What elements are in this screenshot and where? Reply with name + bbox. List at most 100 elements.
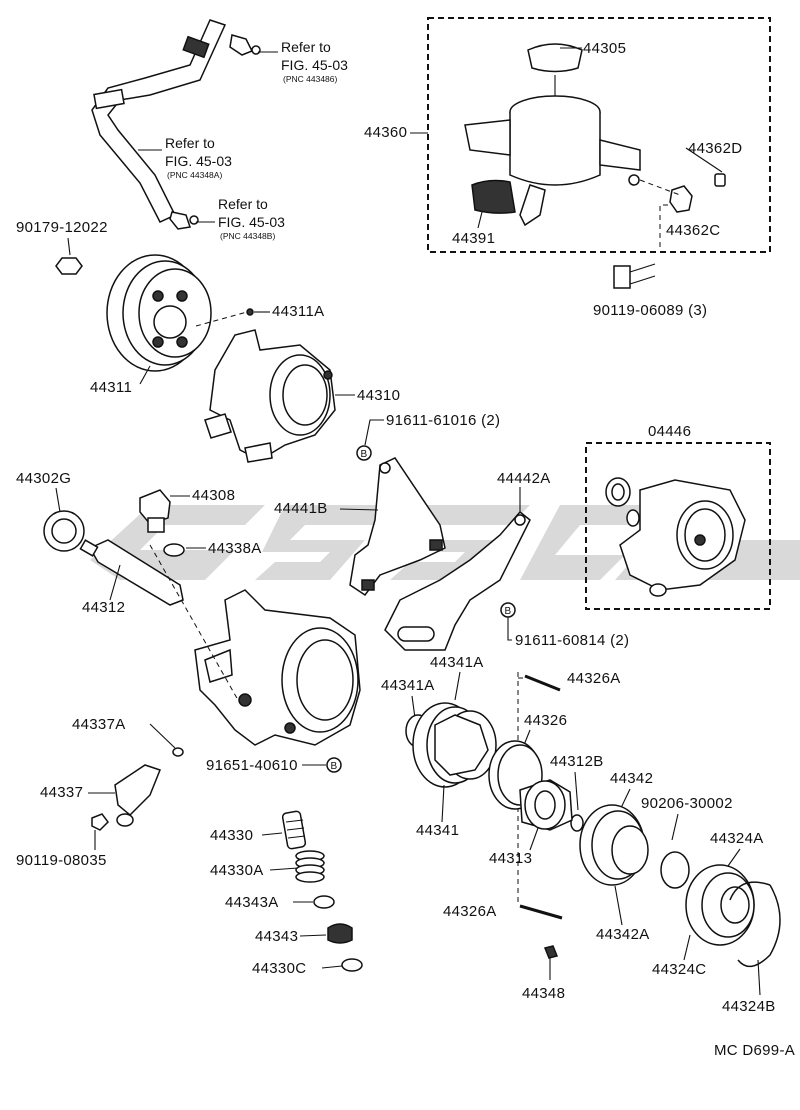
ref-note-3: Refer to FIG. 45-03 (PNC 44348B) bbox=[196, 196, 285, 241]
ref-note-3-pnc: (PNC 44348B) bbox=[220, 231, 275, 241]
o-ring-44337a bbox=[172, 747, 184, 757]
pump-housing bbox=[194, 589, 361, 746]
label-44310: 44310 bbox=[357, 387, 400, 404]
label-44337A: 44337A bbox=[72, 716, 126, 733]
shaft-44312 bbox=[79, 539, 184, 606]
label-44312B: 44312B bbox=[550, 753, 604, 770]
label-44341A-1: 44341A bbox=[430, 654, 484, 671]
ref-note-1-line2: FIG. 45-03 bbox=[281, 57, 348, 73]
label-44338A: 44338A bbox=[208, 540, 262, 557]
rotor-44313 bbox=[519, 779, 573, 831]
label-44330A: 44330A bbox=[210, 862, 264, 879]
label-44326A-2: 44326A bbox=[443, 903, 497, 920]
bracket-44441b bbox=[349, 457, 446, 597]
return-hose bbox=[91, 19, 227, 223]
snap-ring-44312b bbox=[570, 814, 584, 832]
label-44342A: 44342A bbox=[596, 926, 650, 943]
label-91611-60814: 91611-60814 (2) bbox=[515, 632, 629, 649]
o-ring-44338a bbox=[163, 543, 185, 557]
marker-b-1-text: B bbox=[361, 449, 368, 460]
reservoir-bolt bbox=[613, 263, 656, 289]
pin-44326a-upper bbox=[524, 674, 561, 692]
ref-note-1-pnc: (PNC 443486) bbox=[283, 74, 338, 84]
label-04446: 04446 bbox=[648, 423, 691, 440]
bracket-44442a bbox=[384, 510, 531, 651]
snap-ring-44324b bbox=[729, 881, 781, 968]
cover-44324c bbox=[685, 864, 755, 946]
label-91651-40610: 91651-40610 bbox=[206, 757, 298, 774]
ref-note-2-pnc: (PNC 44348A) bbox=[167, 170, 222, 180]
reservoir-dash-lines bbox=[639, 179, 681, 250]
label-44337: 44337 bbox=[40, 784, 83, 801]
reservoir-grommet bbox=[669, 173, 726, 213]
label-44362C: 44362C bbox=[666, 222, 720, 239]
label-44342: 44342 bbox=[610, 770, 653, 787]
label-44442A: 44442A bbox=[497, 470, 551, 487]
oil-seal-44302g bbox=[43, 510, 85, 552]
marker-b-1 bbox=[356, 445, 372, 461]
label-90206-30002: 90206-30002 bbox=[641, 795, 733, 812]
ref-note-3-line1: Refer to bbox=[218, 196, 268, 212]
label-44312: 44312 bbox=[82, 599, 125, 616]
marker-b-2-text: B bbox=[505, 606, 512, 617]
union-44337 bbox=[114, 764, 161, 827]
pin-dash-line bbox=[517, 672, 525, 905]
label-90119-08035: 90119-08035 bbox=[16, 852, 107, 869]
label-44305: 44305 bbox=[583, 40, 626, 57]
fitting-44308 bbox=[139, 489, 171, 533]
plug-44343 bbox=[327, 923, 353, 944]
vane-44348 bbox=[543, 945, 559, 959]
reservoir-tank bbox=[464, 43, 641, 227]
label-44302G: 44302G bbox=[16, 470, 71, 487]
label-44343A: 44343A bbox=[225, 894, 279, 911]
seal-kit bbox=[605, 477, 746, 597]
reservoir-group-box bbox=[427, 17, 771, 253]
ref-note-1: Refer to FIG. 45-03 (PNC 443486) bbox=[258, 39, 348, 84]
o-ring-44343a bbox=[313, 895, 335, 909]
cam-ring-44341 bbox=[412, 702, 497, 788]
valve-44330 bbox=[281, 810, 307, 850]
label-44324C: 44324C bbox=[652, 961, 706, 978]
label-44441B: 44441B bbox=[274, 500, 328, 517]
label-44362D: 44362D bbox=[688, 140, 742, 157]
pulley bbox=[106, 254, 212, 372]
ref-note-1-line1: Refer to bbox=[281, 39, 331, 55]
label-44360: 44360 bbox=[364, 124, 407, 141]
hose-clamp-upper bbox=[229, 34, 261, 56]
nut bbox=[55, 257, 83, 275]
ref-note-2-line2: FIG. 45-03 bbox=[165, 153, 232, 169]
assembly-dash-line bbox=[149, 544, 239, 701]
label-44341: 44341 bbox=[416, 822, 459, 839]
label-44324A: 44324A bbox=[710, 830, 764, 847]
bolt-90119-08035 bbox=[91, 813, 109, 850]
label-44330C: 44330C bbox=[252, 960, 306, 977]
label-44311: 44311 bbox=[90, 379, 132, 396]
label-90179-12022: 90179-12022 bbox=[16, 219, 108, 236]
marker-b-3 bbox=[326, 757, 342, 773]
label-90119-06089: 90119-06089 (3) bbox=[593, 302, 707, 319]
ref-note-2: Refer to FIG. 45-03 (PNC 44348A) bbox=[138, 135, 232, 180]
label-44308: 44308 bbox=[192, 487, 235, 504]
plate-44342 bbox=[579, 804, 649, 886]
drawing-code: MC D699-A bbox=[714, 1042, 795, 1059]
ref-note-3-line2: FIG. 45-03 bbox=[218, 214, 285, 230]
label-44324B: 44324B bbox=[722, 998, 776, 1015]
label-44313: 44313 bbox=[489, 850, 532, 867]
kit-group-box bbox=[585, 442, 771, 610]
key bbox=[246, 308, 254, 316]
ref-note-2-line1: Refer to bbox=[165, 135, 215, 151]
o-ring-90206 bbox=[660, 851, 690, 889]
label-44326A-1: 44326A bbox=[567, 670, 621, 687]
spring-44330a bbox=[295, 850, 325, 883]
hose-clamp-lower bbox=[169, 211, 199, 230]
label-91611-61016: 91611-61016 (2) bbox=[386, 412, 500, 429]
label-44341A-2: 44341A bbox=[381, 677, 435, 694]
label-44330: 44330 bbox=[210, 827, 253, 844]
label-44326: 44326 bbox=[524, 712, 567, 729]
label-44391: 44391 bbox=[452, 230, 495, 247]
label-44343: 44343 bbox=[255, 928, 298, 945]
snap-ring-44330c bbox=[341, 958, 363, 972]
label-44348: 44348 bbox=[522, 985, 565, 1002]
pin-44326a-lower bbox=[519, 904, 563, 920]
